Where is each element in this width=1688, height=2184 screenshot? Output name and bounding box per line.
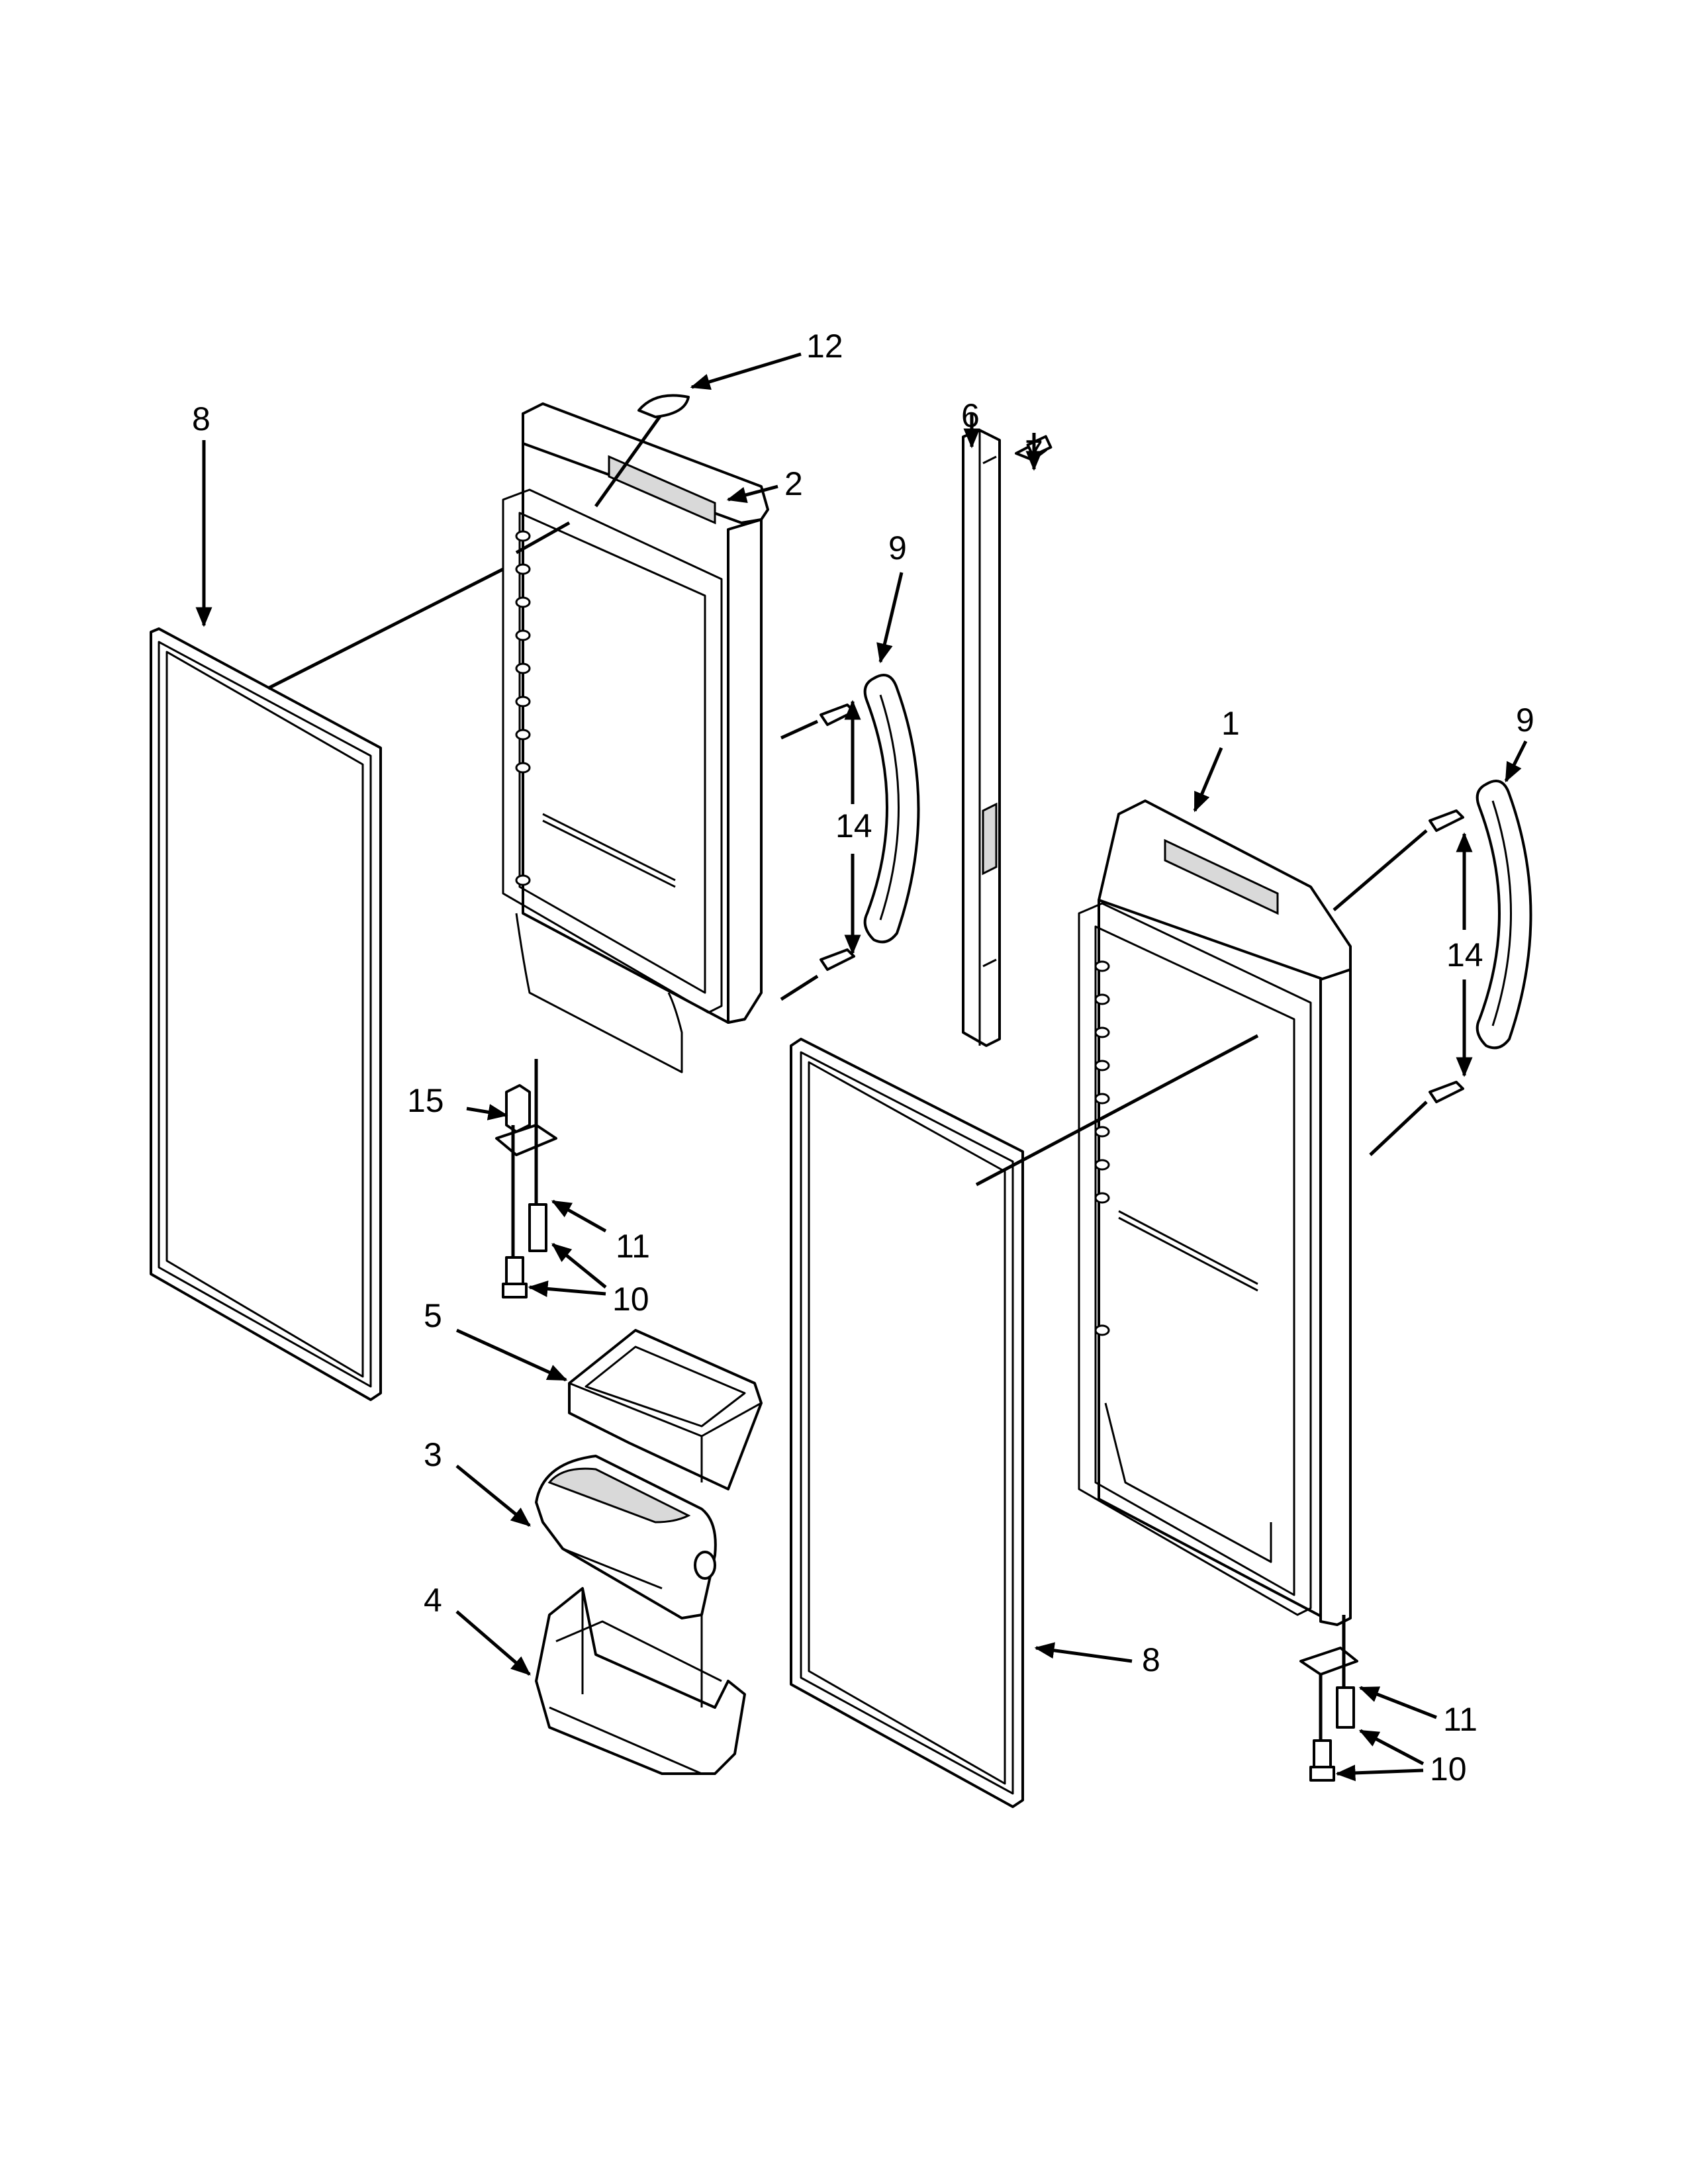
right-hinge-bolt xyxy=(1309,1739,1335,1782)
callout-15: 15 xyxy=(407,1082,444,1119)
right-handle-line-bottom xyxy=(1369,1101,1428,1156)
leader-8b xyxy=(1034,1642,1133,1663)
right-hinge-screw xyxy=(1336,1686,1355,1729)
leader-12 xyxy=(690,352,802,390)
leader-10a-bottom xyxy=(528,1280,606,1297)
leader-3 xyxy=(455,1465,531,1527)
left-handle-line-top xyxy=(780,719,819,740)
leader-11b xyxy=(1358,1686,1437,1719)
center-flip-mullion xyxy=(962,429,1001,1047)
left-hinge-bracket xyxy=(495,1124,557,1156)
right-door-handle xyxy=(1476,780,1532,1050)
leader-arrows xyxy=(195,352,1528,1782)
callout-6: 6 xyxy=(961,397,980,434)
callout-1: 1 xyxy=(1221,705,1240,742)
leader-1 xyxy=(1193,747,1223,813)
leader-15 xyxy=(466,1104,508,1120)
callout-10-left: 10 xyxy=(612,1281,649,1318)
callout-7: 7 xyxy=(1025,433,1043,471)
left-hinge-bolt xyxy=(502,1256,528,1298)
callout-14-right: 14 xyxy=(1446,936,1483,974)
alignment-line-left-door-plug xyxy=(594,412,664,508)
leader-10b-top xyxy=(1358,1729,1425,1766)
right-door-gasket xyxy=(790,1038,1024,1808)
callout-14-left: 14 xyxy=(835,807,872,844)
callout-labels: 12 2 6 7 8 9 14 1 9 14 15 11 10 5 3 4 8 … xyxy=(192,328,1534,1788)
right-handle-line-top xyxy=(1333,829,1428,911)
leader-11a xyxy=(551,1199,607,1233)
callout-9-left: 9 xyxy=(888,529,907,567)
leader-2 xyxy=(726,484,778,503)
right-hinge-bracket xyxy=(1299,1647,1358,1676)
alignment-line-right-gasket xyxy=(975,1034,1259,1187)
leader-4 xyxy=(455,1610,531,1676)
door-bin-small xyxy=(568,1329,763,1490)
left-door-gasket xyxy=(150,627,382,1401)
callout-9-right: 9 xyxy=(1516,702,1534,739)
leader-5 xyxy=(455,1328,568,1382)
callout-3: 3 xyxy=(424,1436,442,1473)
left-door-assembly xyxy=(502,402,769,1073)
callout-11-left: 11 xyxy=(616,1228,650,1265)
callout-11-right: 11 xyxy=(1443,1701,1477,1738)
alignment-line-left-gasket xyxy=(267,567,504,690)
dairy-bin xyxy=(535,1587,746,1775)
alignment-line-left-door-top xyxy=(515,521,571,555)
callout-10-right: 10 xyxy=(1430,1751,1467,1788)
callout-8-right: 8 xyxy=(1142,1641,1160,1678)
callout-8-left: 8 xyxy=(192,400,211,437)
right-handle-screws xyxy=(1429,809,1464,1103)
leader-10b-bottom xyxy=(1335,1764,1424,1782)
left-handle-line-bottom xyxy=(780,974,819,1001)
left-hinge-screw xyxy=(528,1203,547,1252)
callout-4: 4 xyxy=(424,1582,442,1619)
leader-9a xyxy=(876,572,904,664)
leader-10a-top xyxy=(551,1243,607,1289)
left-door-handle xyxy=(863,674,920,944)
callout-2: 2 xyxy=(784,465,803,502)
right-door-assembly xyxy=(1078,799,1352,1626)
leader-9b xyxy=(1504,740,1528,783)
callout-12: 12 xyxy=(806,328,843,365)
dairy-bin-cover xyxy=(535,1455,717,1619)
door-plug-part xyxy=(637,394,690,418)
left-hinge-pin xyxy=(505,1084,531,1133)
callout-5: 5 xyxy=(424,1297,442,1334)
